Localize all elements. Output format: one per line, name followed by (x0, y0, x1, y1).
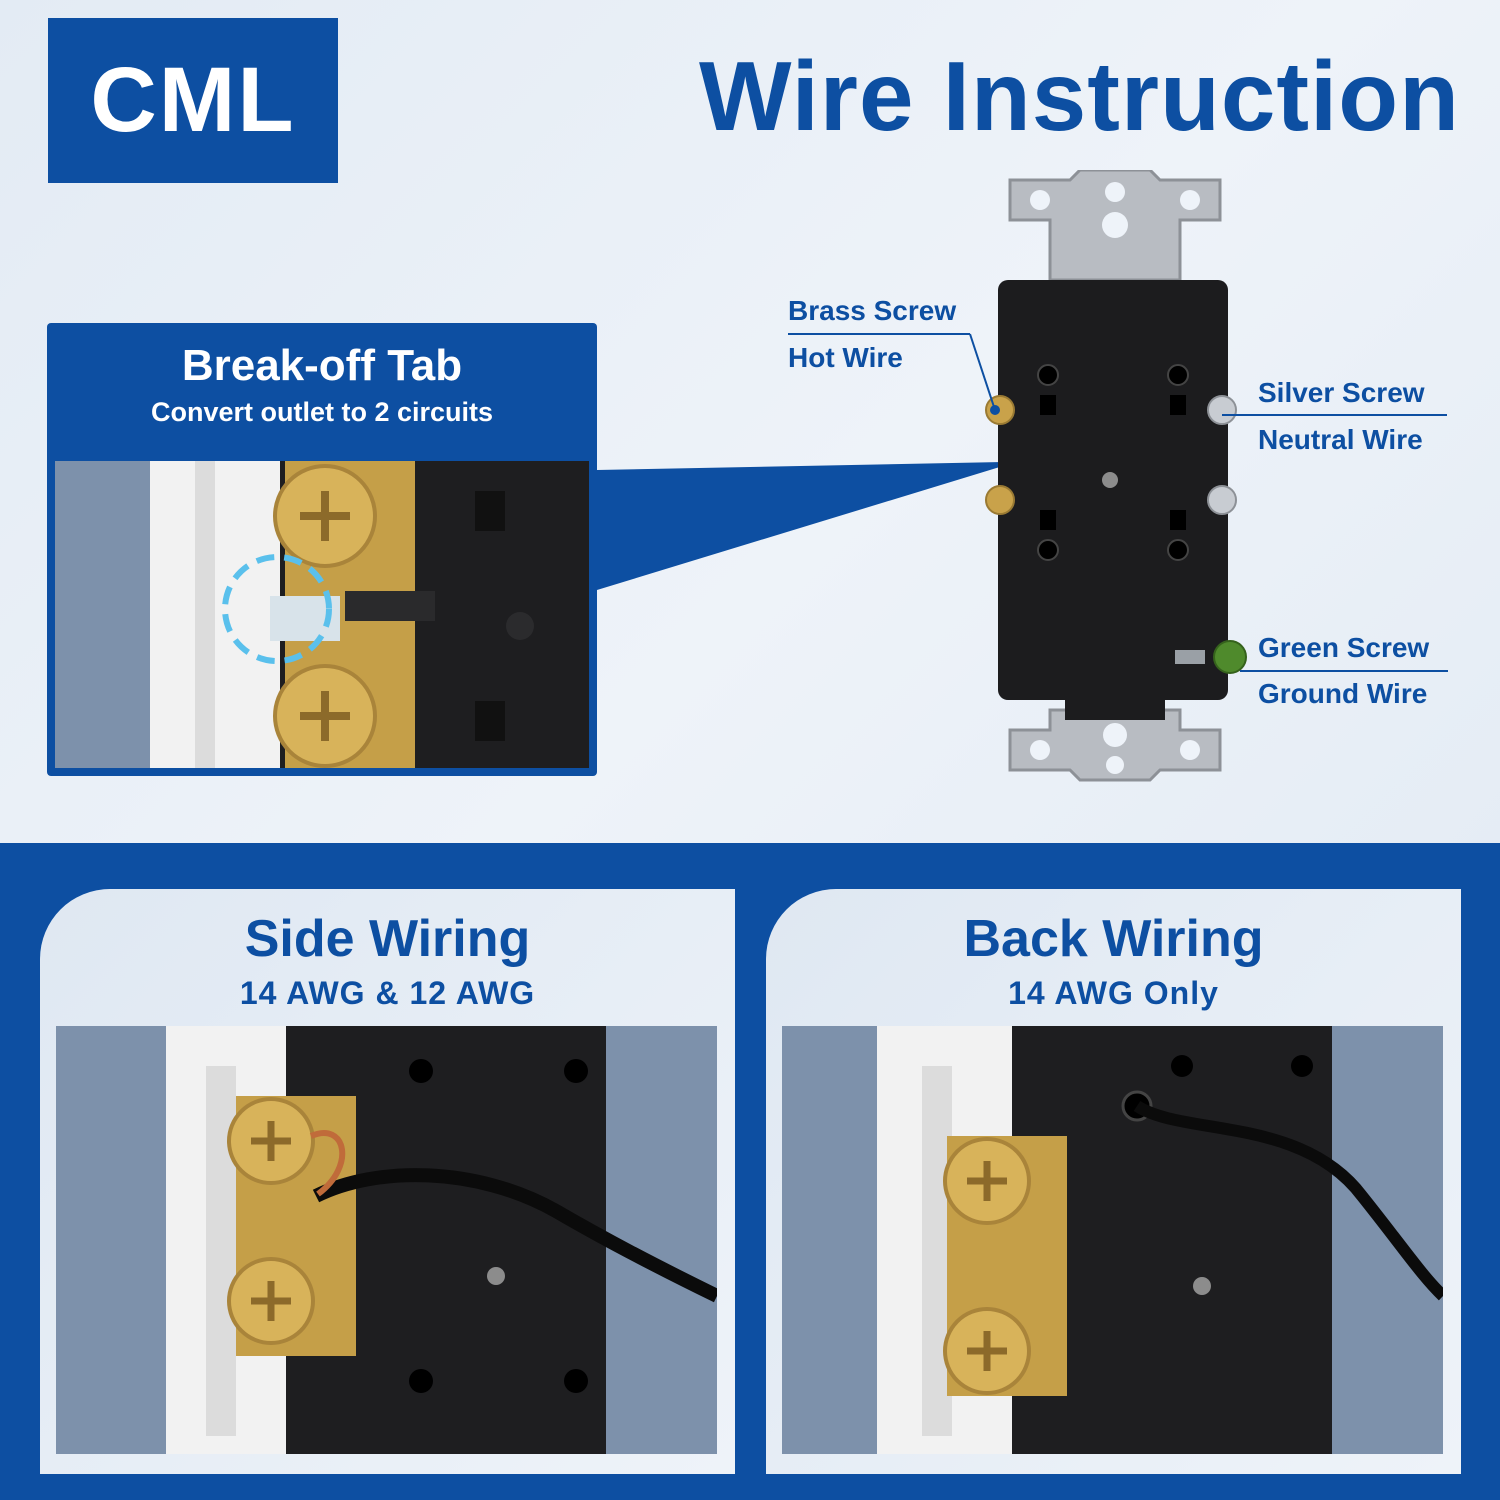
breakoff-highlight-icon (222, 554, 332, 664)
back-wire-icon (1133, 1100, 1443, 1301)
back-wiring-panel: Back Wiring 14 AWG Only (766, 889, 1461, 1474)
brass-label-underline (788, 333, 970, 335)
silver-screw-bottom-icon (1207, 485, 1237, 515)
silver-label-underline (1222, 414, 1447, 416)
silver-screw-top-icon (1207, 395, 1237, 425)
green-screw-label: Green Screw (1258, 632, 1430, 663)
brass-screw-bottom-icon (985, 485, 1015, 515)
green-label-underline (1240, 670, 1448, 672)
page-title: Wire Instruction (698, 41, 1460, 151)
brass-leader-line (969, 333, 1000, 415)
neutral-wire-label: Neutral Wire (1258, 424, 1423, 455)
back-wiring-title: Back Wiring (963, 910, 1264, 968)
side-wiring-subtitle: 14 AWG & 12 AWG (239, 975, 536, 1011)
silver-screw-label: Silver Screw (1258, 377, 1425, 408)
breakoff-tab-subtitle: Convert outlet to 2 circuits (150, 397, 494, 427)
outlet-diagram (985, 170, 1247, 782)
wire-icon (312, 1168, 717, 1303)
breakoff-tab-photo (55, 461, 589, 768)
side-wiring-illustration (56, 1026, 717, 1454)
side-wiring-panel: Side Wiring 14 AWG & 12 AWG (40, 889, 735, 1474)
ground-wire-label: Ground Wire (1258, 678, 1428, 709)
breakoff-tab-card: Break-off Tab Convert outlet to 2 circui… (47, 323, 597, 776)
side-wiring-photo (56, 1026, 717, 1454)
back-wiring-illustration (782, 1026, 1443, 1454)
back-wiring-photo (782, 1026, 1443, 1454)
breakoff-tab-illustration (55, 461, 589, 768)
breakoff-tab-title: Break-off Tab (181, 341, 463, 390)
hot-wire-label: Hot Wire (788, 342, 903, 373)
side-wiring-title: Side Wiring (244, 910, 531, 968)
back-wiring-subtitle: 14 AWG Only (1008, 975, 1219, 1011)
brand-logo: CML (48, 18, 338, 183)
green-screw-icon (1213, 640, 1247, 674)
brass-screw-label: Brass Screw (788, 295, 957, 326)
